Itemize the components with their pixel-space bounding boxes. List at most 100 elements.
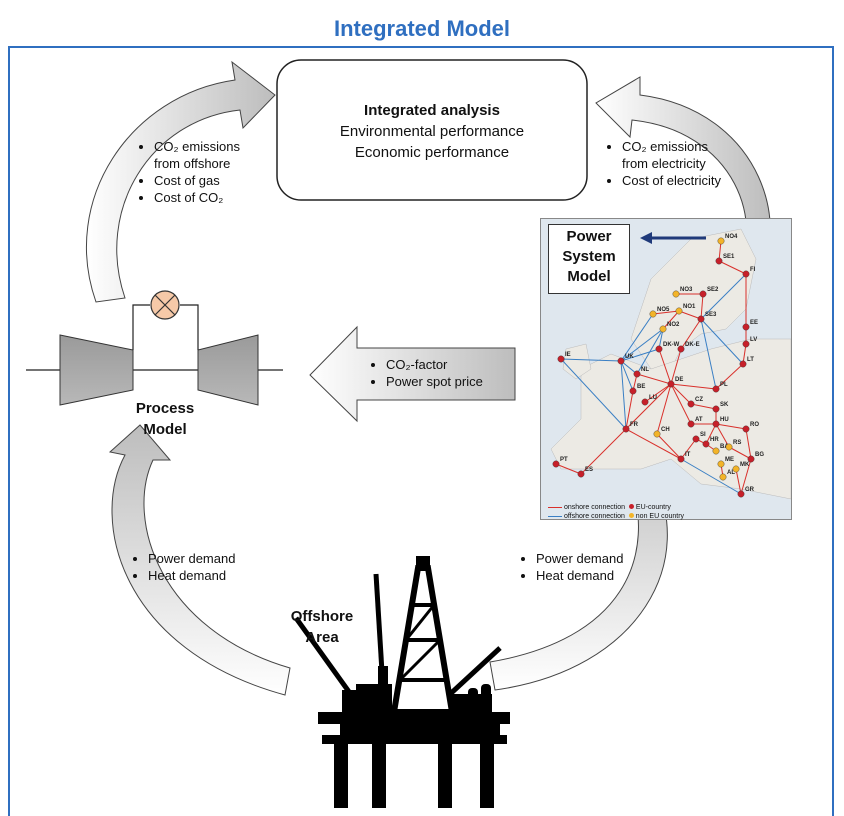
power-system-model-label: Power System Model bbox=[548, 224, 630, 294]
map-node-uk bbox=[617, 357, 625, 365]
onshore-connection bbox=[658, 348, 672, 385]
map-node-ro bbox=[742, 425, 750, 433]
list-item: Power spot price bbox=[386, 373, 520, 390]
map-node-ba bbox=[712, 447, 720, 455]
map-node-me bbox=[717, 460, 725, 468]
offshore-connection bbox=[620, 360, 627, 430]
power-demand-list: Power demand Heat demand bbox=[520, 550, 670, 584]
offshore-connection bbox=[620, 348, 660, 362]
onshore-connection bbox=[715, 423, 730, 448]
list-item: Cost of CO₂ bbox=[154, 189, 278, 206]
map-node-it bbox=[677, 455, 685, 463]
map-node-label: IE bbox=[565, 352, 571, 358]
offshore-area-label: Offshore Area bbox=[290, 608, 354, 646]
integrated-analysis-heading: Integrated analysis bbox=[364, 102, 500, 119]
onshore-connection bbox=[580, 428, 627, 475]
offshore-connection bbox=[620, 313, 654, 362]
map-node-se1 bbox=[715, 257, 723, 265]
map-node-no1 bbox=[675, 307, 683, 315]
map-node-nl bbox=[633, 370, 641, 378]
power-system-outputs-list: CO₂-factor Power spot price bbox=[370, 356, 520, 390]
map-node-lt bbox=[739, 360, 747, 368]
onshore-connection bbox=[705, 423, 717, 445]
map-node-label: MK bbox=[740, 462, 750, 468]
onshore-connection bbox=[625, 383, 672, 430]
legend-non-eu: non EU country bbox=[635, 513, 685, 520]
onshore-connection bbox=[670, 383, 692, 405]
onshore-connection bbox=[680, 318, 702, 350]
map-node-label: NO3 bbox=[680, 287, 693, 293]
onshore-connection bbox=[690, 403, 717, 410]
map-node-fi bbox=[742, 270, 750, 278]
integrated-analysis-text: Integrated analysis Environmental perfor… bbox=[277, 100, 587, 163]
onshore-connection bbox=[636, 373, 672, 385]
map-node-no4 bbox=[717, 237, 725, 245]
map-node-no2 bbox=[659, 325, 667, 333]
map-node-label: DK-E bbox=[685, 342, 700, 348]
offshore-connection bbox=[700, 273, 747, 320]
map-node-dk-e bbox=[677, 345, 685, 353]
onshore-connection bbox=[662, 310, 680, 330]
heat-exchanger-icon bbox=[150, 290, 180, 320]
map-node-label: BA bbox=[720, 444, 729, 450]
map-node-label: HU bbox=[720, 417, 729, 423]
offshore-connection bbox=[560, 358, 622, 362]
list-item: Power demand bbox=[536, 550, 670, 567]
offshore-connection bbox=[680, 458, 742, 495]
map-node-label: NO5 bbox=[657, 307, 670, 313]
map-node-label: ME bbox=[725, 457, 734, 463]
list-item: Cost of gas bbox=[154, 172, 278, 189]
map-node-si bbox=[692, 435, 700, 443]
legend-offshore: offshore connection bbox=[563, 513, 625, 520]
map-node-label: LV bbox=[750, 337, 757, 343]
list-item: CO₂-factor bbox=[386, 356, 520, 373]
map-node-label: DE bbox=[675, 377, 683, 383]
map-node-label: NL bbox=[641, 367, 649, 373]
map-node-pl bbox=[712, 385, 720, 393]
map-node-label: SK bbox=[720, 402, 729, 408]
offshore-connection bbox=[700, 318, 744, 365]
map-node-sk bbox=[712, 405, 720, 413]
map-node-hr bbox=[702, 440, 710, 448]
map-node-gr bbox=[737, 490, 745, 498]
map-node-al bbox=[719, 473, 727, 481]
map-node-label: RS bbox=[733, 440, 741, 446]
map-node-label: SE3 bbox=[705, 312, 717, 318]
map-node-ie bbox=[557, 355, 565, 363]
integrated-analysis-box bbox=[276, 59, 588, 201]
map-node-label: RO bbox=[750, 422, 759, 428]
list-item: Power demand bbox=[148, 550, 282, 567]
onshore-connection bbox=[718, 260, 747, 275]
map-node-mk bbox=[732, 465, 740, 473]
map-node-be bbox=[629, 387, 637, 395]
onshore-connection bbox=[735, 468, 742, 495]
map-node-label: AT bbox=[695, 417, 703, 423]
map-node-label: SI bbox=[700, 432, 706, 438]
offshore-connection bbox=[620, 360, 634, 392]
diagram-title: Integrated Model bbox=[333, 16, 510, 41]
map-node-no5 bbox=[649, 310, 657, 318]
map-legend: onshore connection EU-country offshore c… bbox=[548, 503, 788, 521]
map-node-label: CH bbox=[661, 427, 670, 433]
map-node-label: NO4 bbox=[725, 234, 738, 240]
onshore-connection bbox=[715, 363, 744, 390]
environmental-performance-label: Environmental performance bbox=[339, 123, 525, 140]
map-node-label: GR bbox=[745, 487, 755, 493]
onshore-connection bbox=[728, 446, 752, 460]
map-node-es bbox=[577, 470, 585, 478]
curved-arrow-icon bbox=[108, 424, 291, 696]
onshore-connection bbox=[670, 348, 682, 385]
map-node-label: UK bbox=[625, 354, 634, 360]
onshore-connection bbox=[680, 438, 697, 460]
onshore-connection bbox=[670, 383, 692, 425]
map-node-label: FI bbox=[750, 267, 756, 273]
map-node-se3 bbox=[697, 315, 705, 323]
map-node-label: PL bbox=[720, 382, 728, 388]
map-node-ch bbox=[653, 430, 661, 438]
economic-performance-label: Economic performance bbox=[354, 144, 510, 161]
map-node-label: PT bbox=[560, 457, 568, 463]
